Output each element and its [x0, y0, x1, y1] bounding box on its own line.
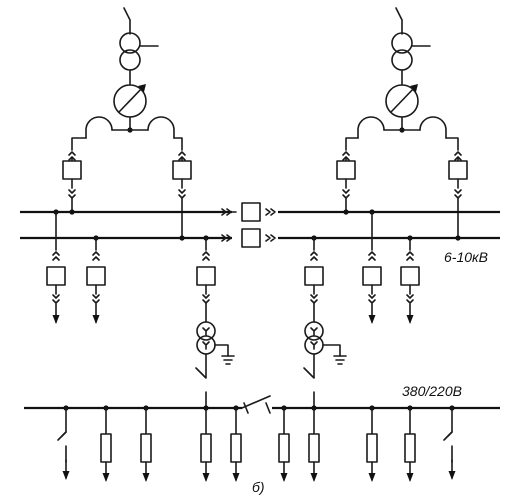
hv-outgoing-feeders	[46, 211, 420, 325]
left-transformer-group	[71, 7, 183, 151]
hv-busbars	[20, 202, 500, 248]
distribution-transformer-left	[195, 237, 235, 409]
right-transformer-group	[345, 7, 459, 151]
hv-incomer-feeders	[62, 151, 468, 239]
lv-outgoing-feeders	[57, 407, 457, 483]
figure-letter: б)	[252, 479, 265, 495]
distribution-transformer-right	[303, 237, 347, 409]
lv-bus-voltage-label: 380/220В	[402, 383, 462, 399]
hv-bus-voltage-label: 6-10кВ	[444, 249, 488, 265]
